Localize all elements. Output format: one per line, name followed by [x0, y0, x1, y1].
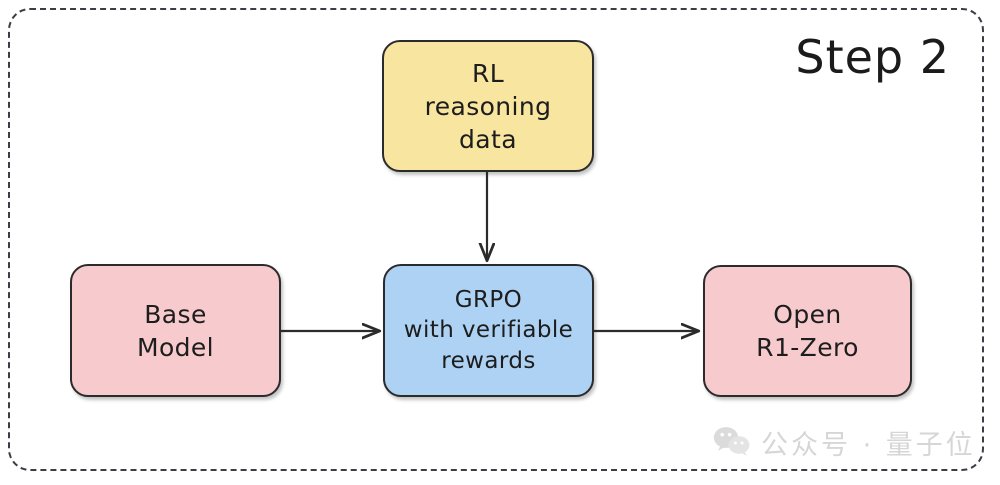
node-label: Open R1-Zero	[756, 300, 859, 362]
watermark: 公众号 · 量子位	[713, 423, 976, 462]
arrow-rl-data-to-grpo	[468, 171, 508, 266]
node-rl-reasoning-data: RL reasoning data	[382, 40, 594, 172]
node-label: Base Model	[136, 299, 215, 362]
node-open-r1-zero: Open R1-Zero	[703, 265, 912, 397]
node-label: RL reasoning data	[424, 58, 552, 154]
node-base-model: Base Model	[70, 264, 281, 397]
arrow-grpo-to-open-r1-zero	[594, 312, 704, 350]
watermark-text: 公众号 · 量子位	[761, 430, 976, 461]
diagram-frame	[8, 8, 984, 471]
node-label: GRPO with verifiable rewards	[403, 286, 574, 374]
arrow-base-model-to-grpo	[281, 312, 385, 350]
step-title: Step 2	[795, 30, 950, 84]
node-grpo-with-verifiable-rewards: GRPO with verifiable rewards	[383, 264, 594, 397]
wechat-icon	[713, 426, 751, 460]
